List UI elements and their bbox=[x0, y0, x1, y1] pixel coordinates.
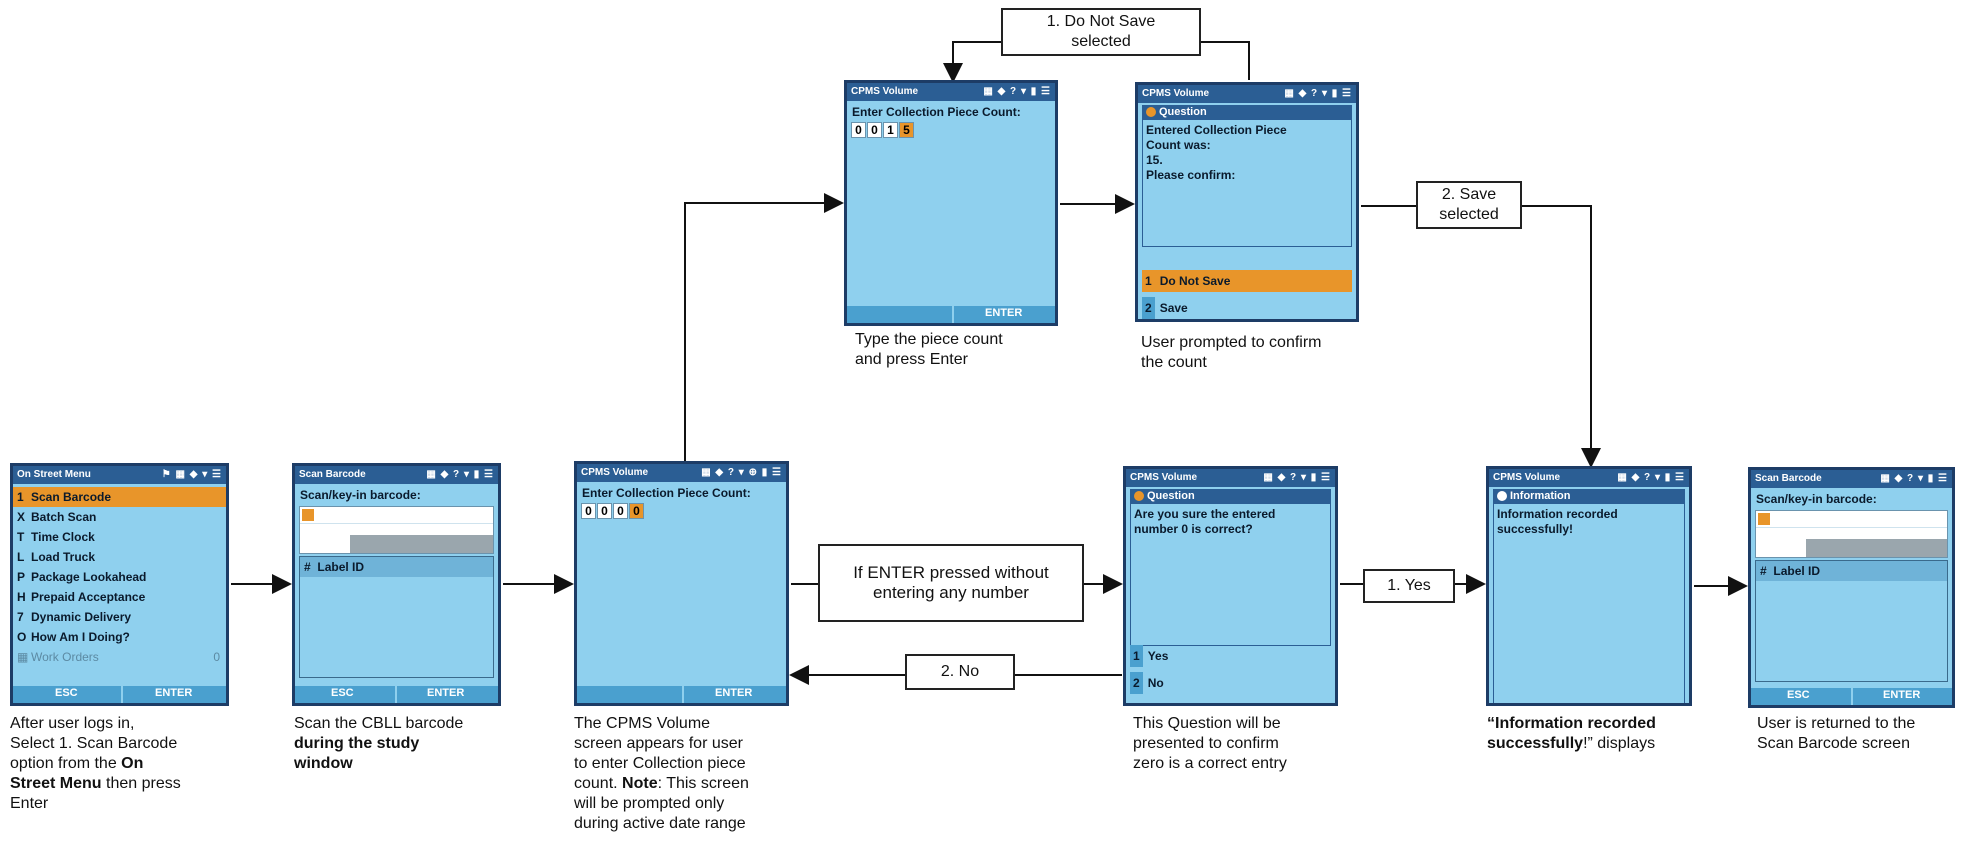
softkey-bar: ESC ENTER bbox=[295, 686, 498, 703]
softkey-bar: ENTER bbox=[847, 306, 1055, 323]
screen-scan-barcode: Scan Barcode ▦ ◆ ? ▾ ▮ ☰ Scan/key-in barc… bbox=[292, 463, 501, 706]
status-icons: ▦ ◆ ? ▾ ▮ ☰ bbox=[1617, 472, 1685, 483]
screen-title: CPMS Volume bbox=[851, 86, 919, 97]
caption-step-1: After user logs in, Select 1. Scan Barco… bbox=[10, 715, 181, 812]
question-header: Question bbox=[1130, 489, 1331, 504]
status-icons: ⚑ ▦ ◆ ▾ ☰ bbox=[161, 469, 222, 480]
status-icons: ▦ ◆ ? ▾ ▮ ☰ bbox=[983, 86, 1051, 97]
label-id-list: # Label ID bbox=[299, 556, 494, 678]
screen-title-bar: On Street Menu ⚑ ▦ ◆ ▾ ☰ bbox=[13, 466, 226, 484]
status-icons: ▦ ◆ ? ▾ ⊕ ▮ ☰ bbox=[701, 467, 782, 478]
barcode-input[interactable] bbox=[299, 506, 494, 554]
screen-cpms-volume-entered: CPMS Volume ▦ ◆ ? ▾ ▮ ☰ Enter Collection … bbox=[844, 80, 1058, 326]
info-icon bbox=[1497, 491, 1507, 502]
softkey-bar: ESC ENTER bbox=[13, 686, 226, 703]
enter-button[interactable]: ENTER bbox=[985, 307, 1023, 319]
enter-button[interactable]: ENTER bbox=[427, 687, 465, 699]
enter-button[interactable]: ENTER bbox=[715, 687, 753, 699]
screen-title: Scan Barcode bbox=[299, 469, 366, 480]
status-icons: ▦ ◆ ? ▾ ▮ ☰ bbox=[426, 469, 494, 480]
arrow-s5-s7-save bbox=[1361, 205, 1601, 468]
cursor bbox=[302, 509, 314, 521]
caption-step-3: The CPMS Volume screen appears for user … bbox=[574, 715, 749, 832]
caption-step-7: “Information recorded successfully!” dis… bbox=[1487, 715, 1656, 752]
information-header: Information bbox=[1493, 489, 1685, 504]
esc-button[interactable]: ESC bbox=[331, 687, 354, 699]
caption-step-4: Type the piece count and press Enter bbox=[855, 331, 1003, 368]
screen-question-confirm-count: CPMS Volume ▦ ◆ ? ▾ ▮ ☰ Question Entered … bbox=[1135, 82, 1359, 322]
softkey-bar: ESC ENTER bbox=[1751, 688, 1952, 705]
barcode-input[interactable] bbox=[1755, 510, 1948, 558]
screen-title: CPMS Volume bbox=[581, 467, 649, 478]
screen-title: CPMS Volume bbox=[1142, 88, 1210, 99]
caption-step-5: User prompted to confirm the count bbox=[1141, 334, 1322, 371]
status-icons: ▦ ◆ ? ▾ ▮ ☰ bbox=[1284, 88, 1352, 99]
screen-question-confirm-zero: CPMS Volume ▦ ◆ ? ▾ ▮ ☰ Question Are you … bbox=[1123, 466, 1338, 706]
status-icons: ▦ ◆ ? ▾ ▮ ☰ bbox=[1263, 472, 1331, 483]
caption-step-6: This Question will be presented to confi… bbox=[1133, 715, 1287, 772]
enter-button[interactable]: ENTER bbox=[1883, 689, 1921, 701]
screen-title: CPMS Volume bbox=[1130, 472, 1198, 483]
esc-button[interactable]: ESC bbox=[55, 687, 78, 699]
softkey-bar: ENTER bbox=[577, 686, 786, 703]
screen-title: Scan Barcode bbox=[1755, 473, 1822, 484]
caption-step-8: User is returned to the Scan Barcode scr… bbox=[1757, 715, 1916, 752]
arrow-s3-s4 bbox=[684, 193, 844, 461]
label-id-header: Label ID bbox=[317, 560, 365, 574]
screen-information: CPMS Volume ▦ ◆ ? ▾ ▮ ☰ Information Infor… bbox=[1486, 466, 1692, 706]
screen-title: CPMS Volume bbox=[1493, 472, 1561, 483]
label-id-list: # Label ID bbox=[1755, 560, 1948, 682]
scan-prompt: Scan/key-in barcode: bbox=[1756, 492, 1877, 506]
scan-prompt: Scan/key-in barcode: bbox=[300, 488, 421, 502]
question-header: Question bbox=[1142, 105, 1352, 120]
screen-title: On Street Menu bbox=[17, 469, 91, 480]
status-icons: ▦ ◆ ? ▾ ▮ ☰ bbox=[1880, 473, 1948, 484]
caption-step-2: Scan the CBLL barcode during the study w… bbox=[294, 715, 464, 772]
label-no: 2. No bbox=[905, 654, 1015, 690]
piece-count-prompt: Enter Collection Piece Count: bbox=[852, 105, 1021, 119]
question-icon bbox=[1146, 107, 1156, 118]
piece-count-prompt: Enter Collection Piece Count: bbox=[582, 486, 751, 500]
enter-button[interactable]: ENTER bbox=[155, 687, 193, 699]
esc-button[interactable]: ESC bbox=[1787, 689, 1810, 701]
question-icon bbox=[1134, 491, 1144, 502]
label-id-header: Label ID bbox=[1773, 564, 1821, 578]
screen-scan-barcode-returned: Scan Barcode ▦ ◆ ? ▾ ▮ ☰ Scan/key-in barc… bbox=[1748, 467, 1955, 708]
screen-cpms-volume-empty: CPMS Volume ▦ ◆ ? ▾ ⊕ ▮ ☰ Enter Collectio… bbox=[574, 461, 789, 706]
label-yes: 1. Yes bbox=[1363, 569, 1455, 603]
cursor bbox=[1758, 513, 1770, 525]
